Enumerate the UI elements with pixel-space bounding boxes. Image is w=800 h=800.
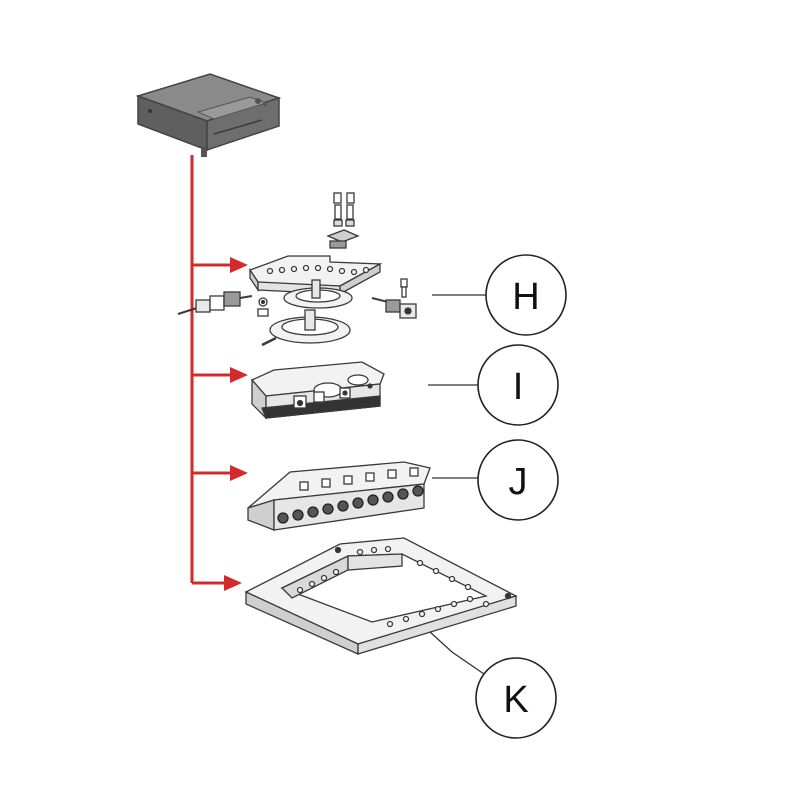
j-ports	[277, 485, 424, 524]
part-i-valve-block	[250, 361, 385, 420]
arrowhead-j	[230, 465, 248, 481]
callout-h-label: H	[512, 276, 539, 318]
leader-k	[429, 631, 485, 675]
arrowhead-h	[230, 257, 248, 273]
callout-i-label: I	[513, 366, 524, 408]
base-unit	[135, 73, 282, 157]
callout-j: J	[477, 439, 559, 521]
arrowhead-k	[224, 575, 242, 591]
leader-lines	[428, 294, 486, 675]
arrowhead-i	[230, 367, 248, 383]
callout-k: K	[475, 657, 557, 739]
part-j-manifold-bar	[247, 461, 431, 531]
callout-j-label: J	[509, 461, 528, 503]
callout-i: I	[477, 344, 559, 426]
flow-arrows	[190, 155, 232, 585]
part-k-frame	[244, 537, 518, 656]
part-h-clamp-assembly	[177, 192, 417, 347]
callout-h: H	[485, 254, 567, 336]
callout-k-label: K	[503, 679, 528, 721]
